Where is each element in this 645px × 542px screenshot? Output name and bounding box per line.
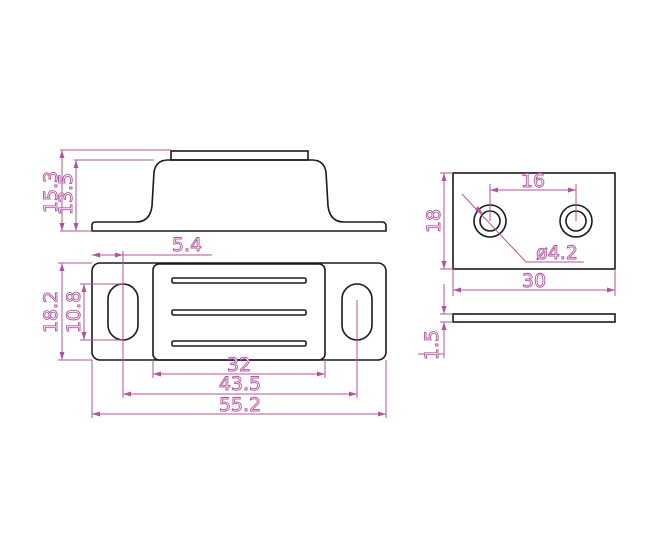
side-view-magnet-top <box>170 150 309 161</box>
strike-plate-dimensions: 16 18 ø4.2 30 1.5 <box>418 170 616 361</box>
dim-plate-hole-spacing: 16 <box>521 170 545 192</box>
front-view-plate-line-2 <box>171 309 307 316</box>
dim-front-height: 18.2 <box>40 291 62 333</box>
dim-side-height-inner: 13.5 <box>55 173 77 215</box>
front-view-dimensions: 18.2 10.8 5.4 32 43.5 55.2 <box>40 234 387 418</box>
dim-slot-height: 10.8 <box>63 291 85 333</box>
strike-plate-view <box>452 172 616 323</box>
front-view-magnet <box>152 263 326 361</box>
dim-side-height-total: 15.3 <box>40 171 62 213</box>
dim-plate-width: 30 <box>522 270 546 292</box>
dim-slot-offset: 5.4 <box>172 234 202 256</box>
dim-plate-thickness: 1.5 <box>421 330 443 360</box>
side-view-outline <box>91 159 387 232</box>
dim-hole-spacing: 43.5 <box>219 373 261 395</box>
front-view-plate-line-1 <box>171 277 307 284</box>
strike-plate-edge-view <box>452 313 616 323</box>
dim-total-width: 55.2 <box>219 394 261 416</box>
front-view-plate-line-3 <box>171 340 307 347</box>
side-view-dimensions: 15.3 13.5 <box>40 149 171 232</box>
front-view <box>91 262 387 361</box>
side-view <box>91 150 387 232</box>
dim-magnet-width: 32 <box>227 354 251 376</box>
strike-plate-body <box>452 172 616 270</box>
dim-plate-height: 18 <box>423 209 445 233</box>
dim-hole-diameter: ø4.2 <box>536 242 578 264</box>
